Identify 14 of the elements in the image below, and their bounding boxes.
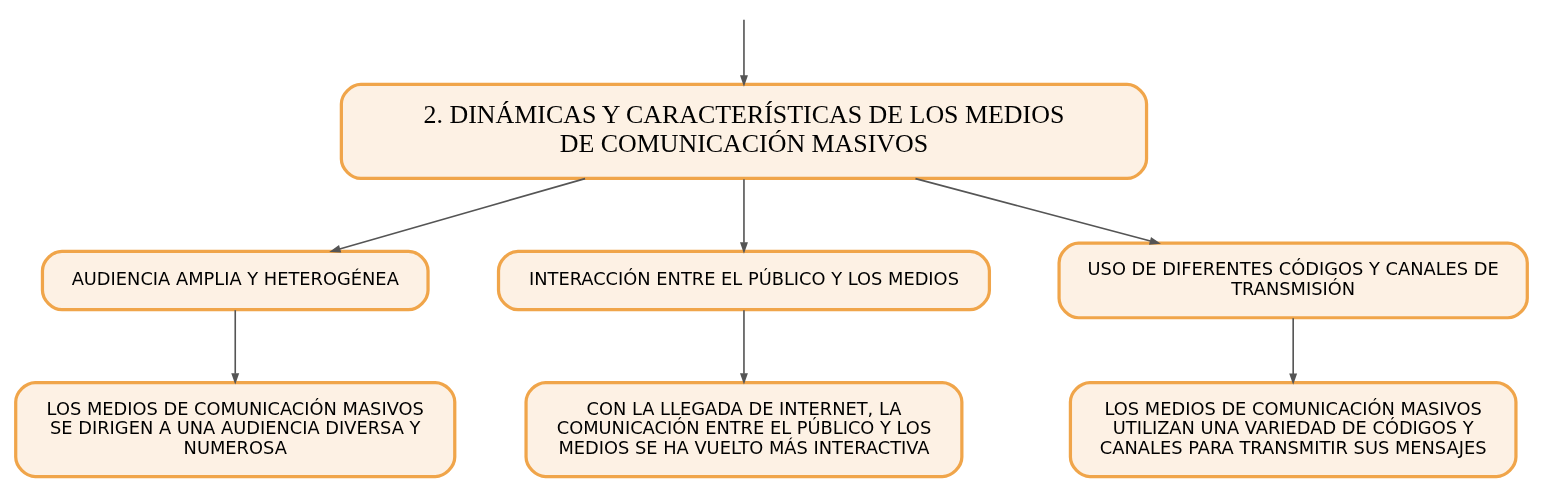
node-box: LOS MEDIOS DE COMUNICACIÓN MASIVOS SE DIRIGEN A UNA AUDIENCIA DIVERSA Y NUMEROSA [14, 380, 457, 479]
arrow [739, 309, 748, 385]
arrow [914, 177, 1161, 245]
arrow [1289, 317, 1298, 385]
arrow [739, 178, 748, 254]
node-box: USO DE DIFERENTES CÓDIGOS Y CANALES DE TRANSMISIÓN [1057, 241, 1529, 320]
arrow [231, 309, 240, 385]
node-box: LOS MEDIOS DE COMUNICACIÓN MASIVOS UTILIZAN UNA VARIEDAD DE CÓDIGOS Y CANALES PARA TRANSMITIR SUS MENSAJES [1068, 380, 1518, 479]
node-box: 2. DINÁMICAS Y CARACTERÍSTICAS DE LOS MEDIOS DE COMUNICACIÓN MASIVOS [339, 82, 1149, 181]
node-box: INTERACCIÓN ENTRE EL PÚBLICO Y LOS MEDIOS [496, 249, 992, 312]
arrow [739, 18, 748, 87]
node-box: CON LA LLEGADA DE INTERNET, LA COMUNICACIÓN ENTRE EL PÚBLICO Y LOS MEDIOS SE HA VUELTO MÁS INTERACTIVA [524, 380, 964, 479]
arrow [329, 177, 586, 253]
node-box: AUDIENCIA AMPLIA Y HETEROGÉNEA [40, 249, 430, 312]
